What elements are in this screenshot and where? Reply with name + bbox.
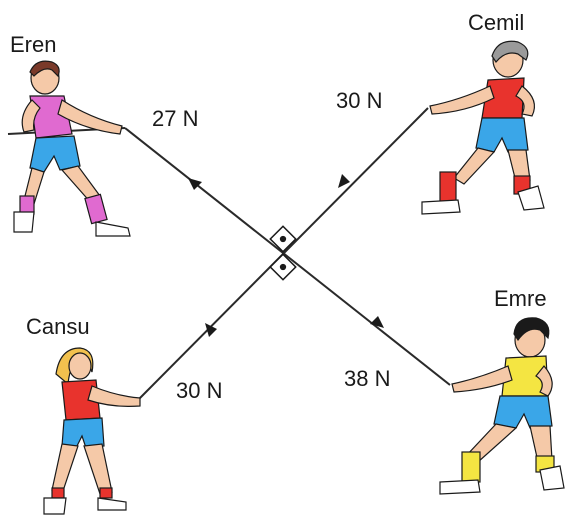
label-eren: Eren (10, 32, 56, 57)
figure-emre (439, 317, 565, 495)
figure-cansu (43, 347, 141, 515)
rope-eren-to-emre (124, 127, 451, 386)
arrow-toward-eren (188, 178, 202, 190)
arrowheads (188, 174, 384, 337)
cemil-hair (491, 40, 529, 64)
emre-shorts (493, 395, 553, 429)
cemil-sock-front (439, 171, 457, 203)
cansu-head (68, 352, 92, 380)
force-eren: 27 N (152, 106, 198, 131)
eren-shorts (29, 135, 81, 173)
arrow-toward-emre (370, 316, 384, 328)
cansu-shoe-back (43, 497, 67, 515)
figure-eren (13, 60, 131, 237)
rope-cansu-to-cemil (139, 107, 429, 399)
eren-arm (57, 99, 123, 135)
eren-shoe-back (13, 211, 35, 233)
figure-cemil (421, 40, 545, 215)
emre-arm (451, 365, 513, 393)
cemil-arm-back (515, 85, 535, 117)
cansu-arm (87, 385, 141, 407)
cansu-shorts (61, 417, 105, 449)
cemil-leg-front (453, 147, 496, 185)
cemil-arm (429, 85, 495, 115)
cansu-leg-back (51, 443, 79, 495)
eren-hair (29, 60, 60, 78)
center-dot-bottom (279, 263, 287, 271)
cansu-shoe-front (97, 497, 127, 511)
force-emre: 38 N (344, 366, 390, 391)
force-cansu: 30 N (176, 378, 222, 403)
eren-sock-front (84, 193, 108, 225)
emre-hair (513, 317, 550, 342)
eren-arm-back (21, 99, 41, 133)
center-knot (269, 225, 297, 281)
arrow-toward-cemil (338, 174, 350, 188)
cansu-sock-front (99, 487, 113, 499)
label-cansu: Cansu (26, 314, 90, 339)
label-cemil: Cemil (468, 10, 524, 35)
emre-shoe-back (539, 465, 565, 491)
emre-arm-back (535, 365, 553, 397)
eren-shoe-front (95, 221, 131, 237)
cansu-sock-back (51, 487, 65, 499)
cemil-shorts (475, 117, 529, 153)
emre-sock-front (461, 451, 481, 483)
cemil-shoe-back (517, 185, 545, 211)
center-dot-top (279, 235, 287, 243)
force-cemil: 30 N (336, 88, 382, 113)
eren-sock-back (19, 195, 35, 215)
label-emre: Emre (494, 286, 547, 311)
arrow-toward-cansu (205, 323, 217, 337)
emre-shoe-front (439, 479, 481, 495)
cansu-leg-front (83, 443, 113, 495)
cemil-shoe-front (421, 199, 461, 215)
